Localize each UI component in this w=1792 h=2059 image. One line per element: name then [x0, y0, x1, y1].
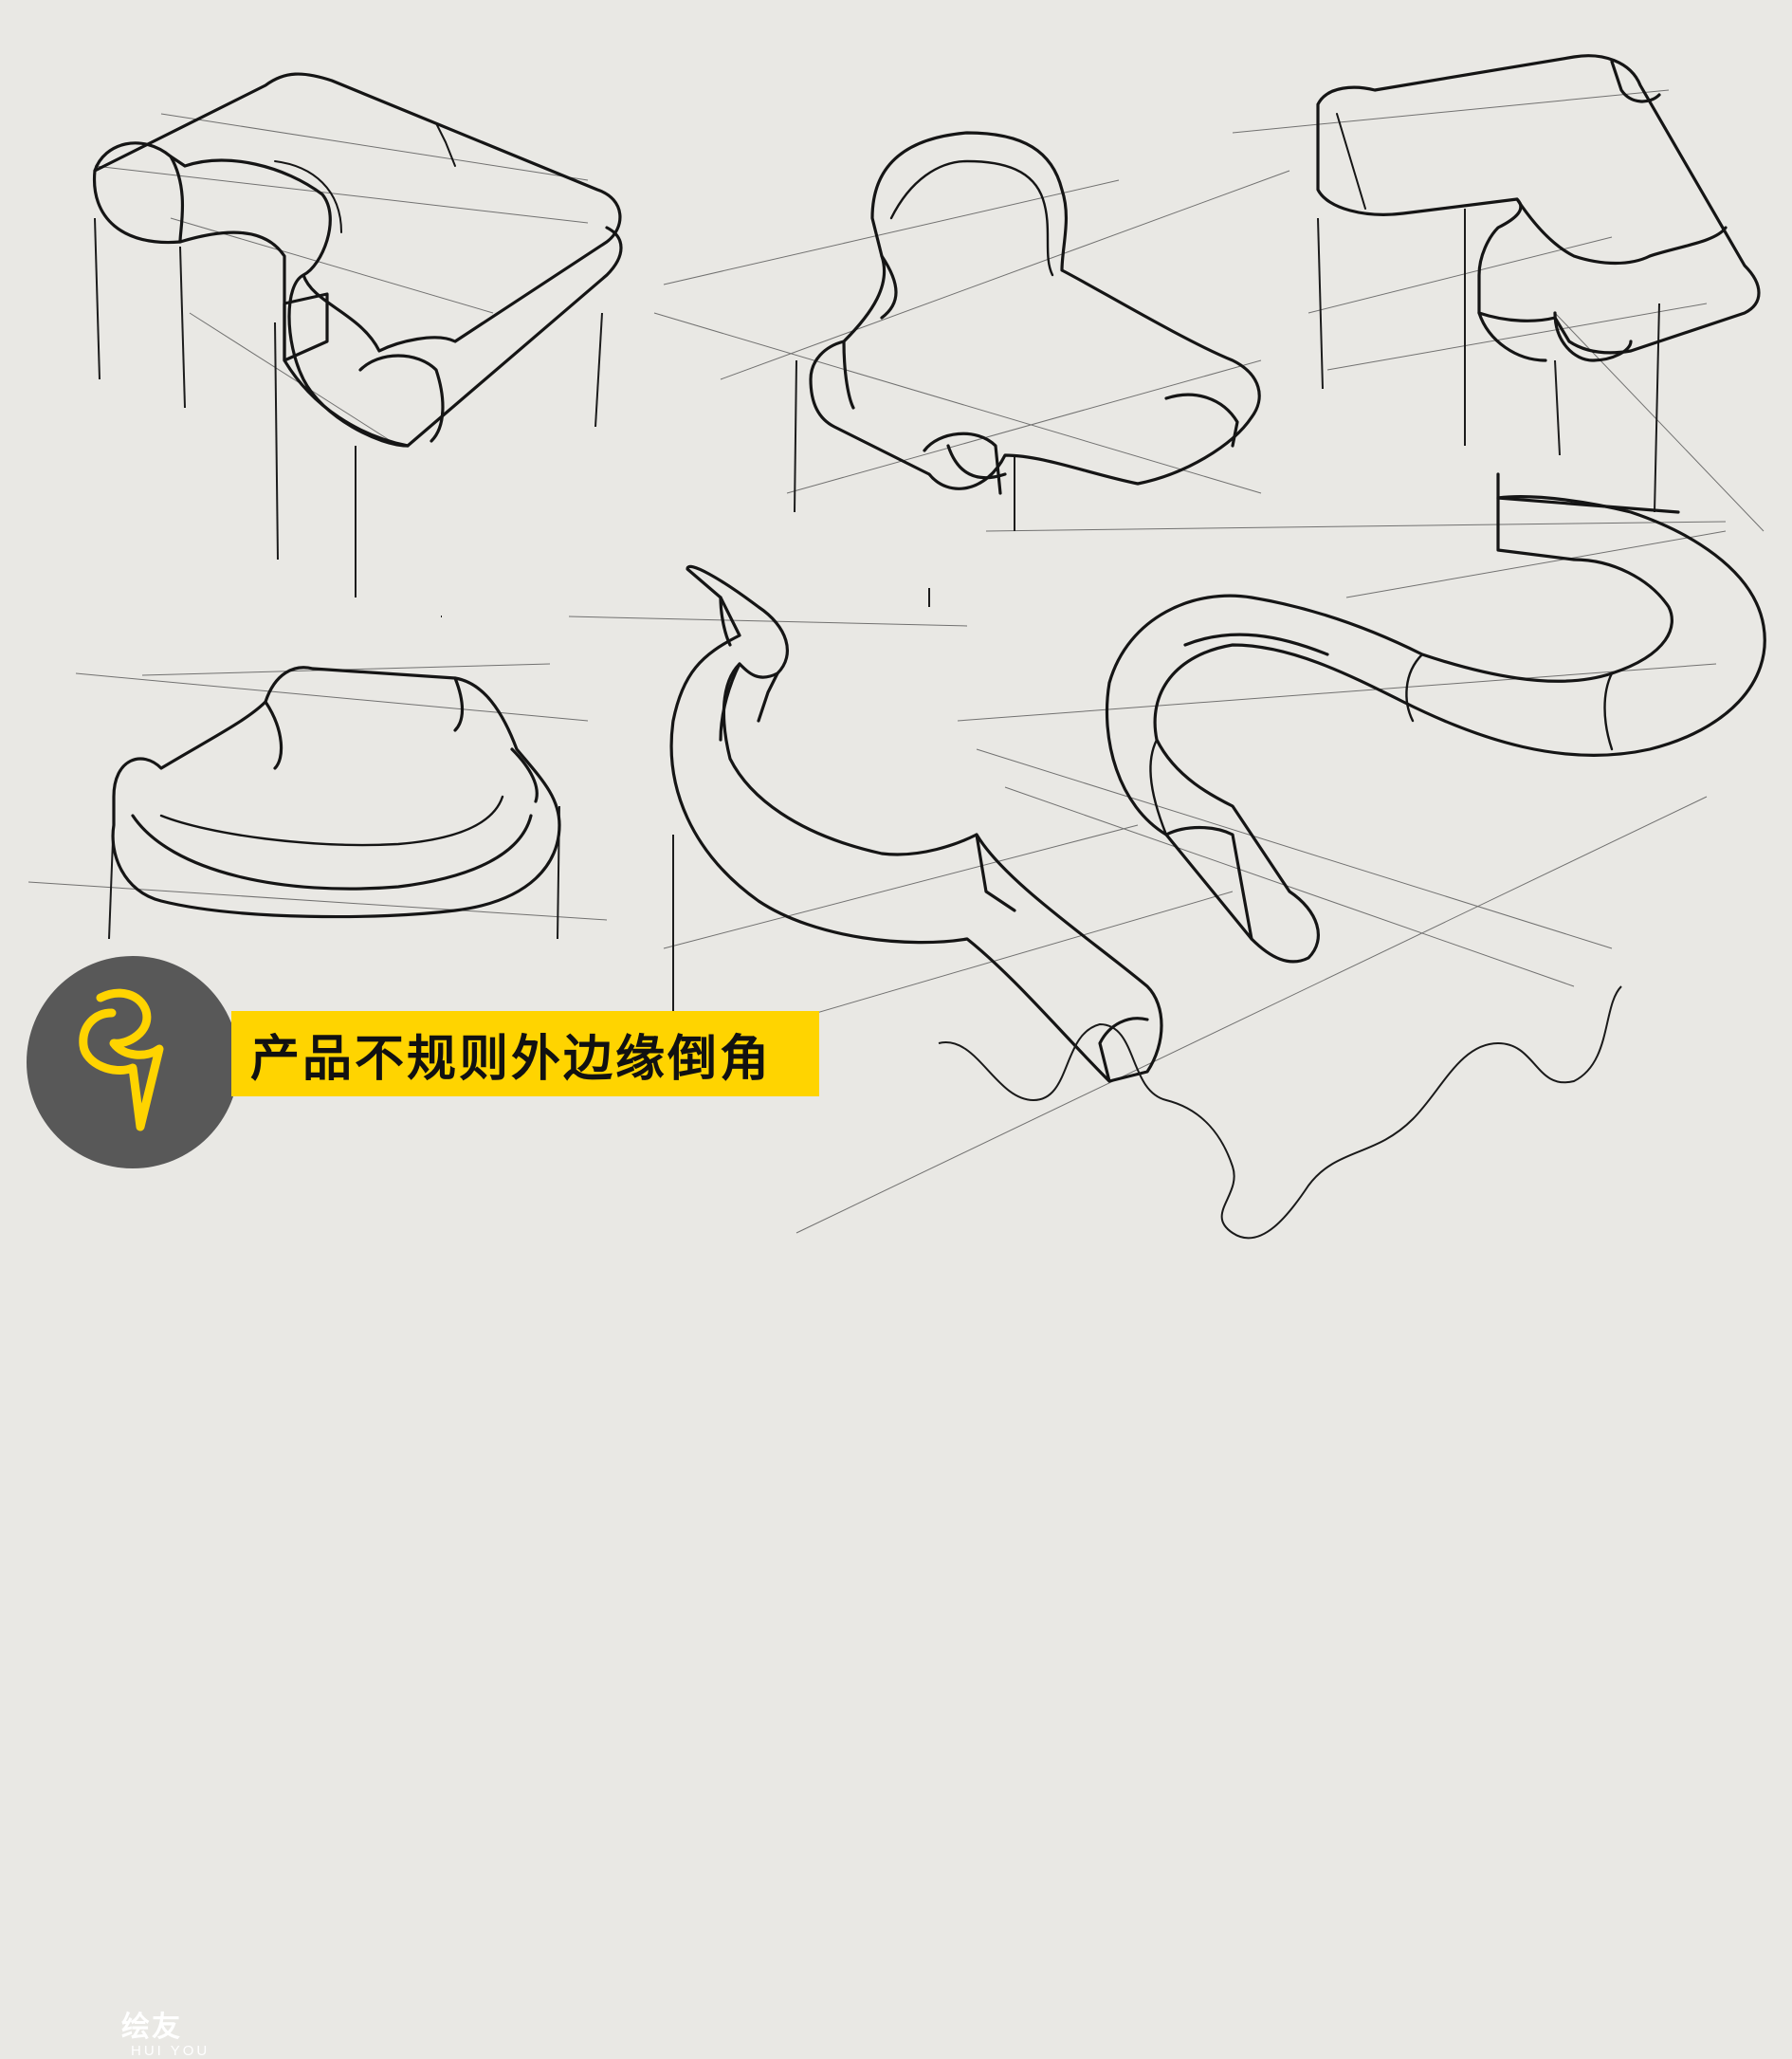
sketch-sheet — [27, 54, 1766, 1240]
sketch-3-outline — [1316, 54, 1761, 355]
sketch-6-outline — [1105, 472, 1766, 964]
lightning-swirl-icon — [79, 988, 164, 1131]
logo-badge: 绘友 HUI YOU — [27, 956, 239, 2059]
title-banner: 产品不规则外边缘倒角 — [231, 1011, 819, 1096]
projection-lines — [94, 209, 1660, 1034]
sketch-1-outline — [93, 72, 622, 353]
brand-name-cn: 绘友 — [121, 2011, 182, 2044]
sketch-outlines — [92, 54, 1766, 1083]
sketch-4-outline — [111, 666, 561, 919]
sketch-2-outline — [809, 131, 1261, 490]
brand-name-en: HUI YOU — [131, 2043, 210, 2059]
page-title: 产品不规则外边缘倒角 — [250, 1030, 773, 1088]
scribble-line — [938, 985, 1622, 1240]
sketch-5-outline — [669, 564, 1163, 1083]
